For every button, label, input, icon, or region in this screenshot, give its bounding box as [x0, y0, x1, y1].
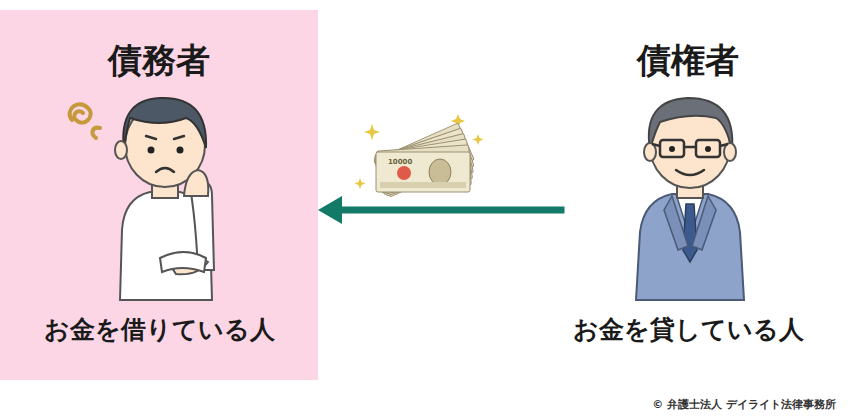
role-description: お金を貸している人 — [565, 314, 812, 346]
creditor-figure — [636, 98, 744, 300]
role-description: お金を借りている人 — [0, 314, 318, 346]
copyright-notice: © 弁護士法人 デイライト法律事務所 — [652, 397, 836, 412]
banknote-value: 10000 — [388, 158, 412, 166]
debtor-figure — [70, 98, 214, 300]
arrow-connector — [318, 196, 565, 224]
banknote-stack — [374, 123, 474, 197]
role-heading: 債務者 — [0, 40, 318, 80]
role-heading: 債権者 — [565, 40, 812, 80]
creditor-panel: 債権者お金を貸している人 — [565, 10, 812, 380]
debtor-panel: 債務者お金を借りている人 — [0, 10, 318, 380]
